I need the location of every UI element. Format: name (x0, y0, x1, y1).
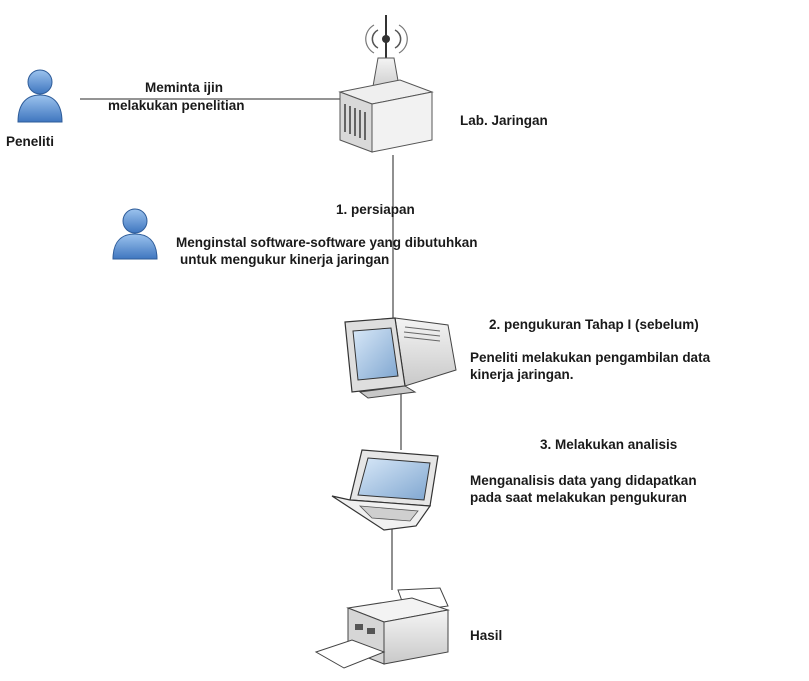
step3-desc-line1: Menganalisis data yang didapatkan (470, 473, 697, 488)
researcher-label: Peneliti (6, 134, 55, 149)
step3-title: 3. Melakukan analisis (540, 437, 678, 452)
server-antenna-icon (338, 15, 434, 153)
step3-desc-line2: pada saat melakukan pengukuran (470, 490, 687, 505)
lab-label: Lab. Jaringan (460, 113, 548, 128)
step2-title: 2. pengukuran Tahap I (sebelum) (489, 317, 699, 332)
request-permission-label-line2: melakukan penelitian (108, 98, 245, 113)
step1-title: 1. persiapan (336, 202, 415, 217)
researcher-person-icon (17, 69, 63, 123)
step2-desc-line1: Peneliti melakukan pengambilan data (470, 350, 711, 365)
crt-monitor-icon (344, 317, 457, 399)
printer-icon (314, 587, 450, 669)
connector-lines (80, 98, 402, 590)
step2-desc-line2: kinerja jaringan. (470, 367, 574, 382)
step1-desc-line2: untuk mengukur kinerja jaringan (180, 252, 390, 267)
request-permission-label-line1: Meminta ijin (145, 80, 224, 95)
step1-desc-line1: Menginstal software-software yang dibutu… (176, 235, 478, 250)
result-label: Hasil (470, 628, 503, 643)
laptop-icon (331, 449, 439, 531)
installer-person-icon (112, 208, 158, 260)
